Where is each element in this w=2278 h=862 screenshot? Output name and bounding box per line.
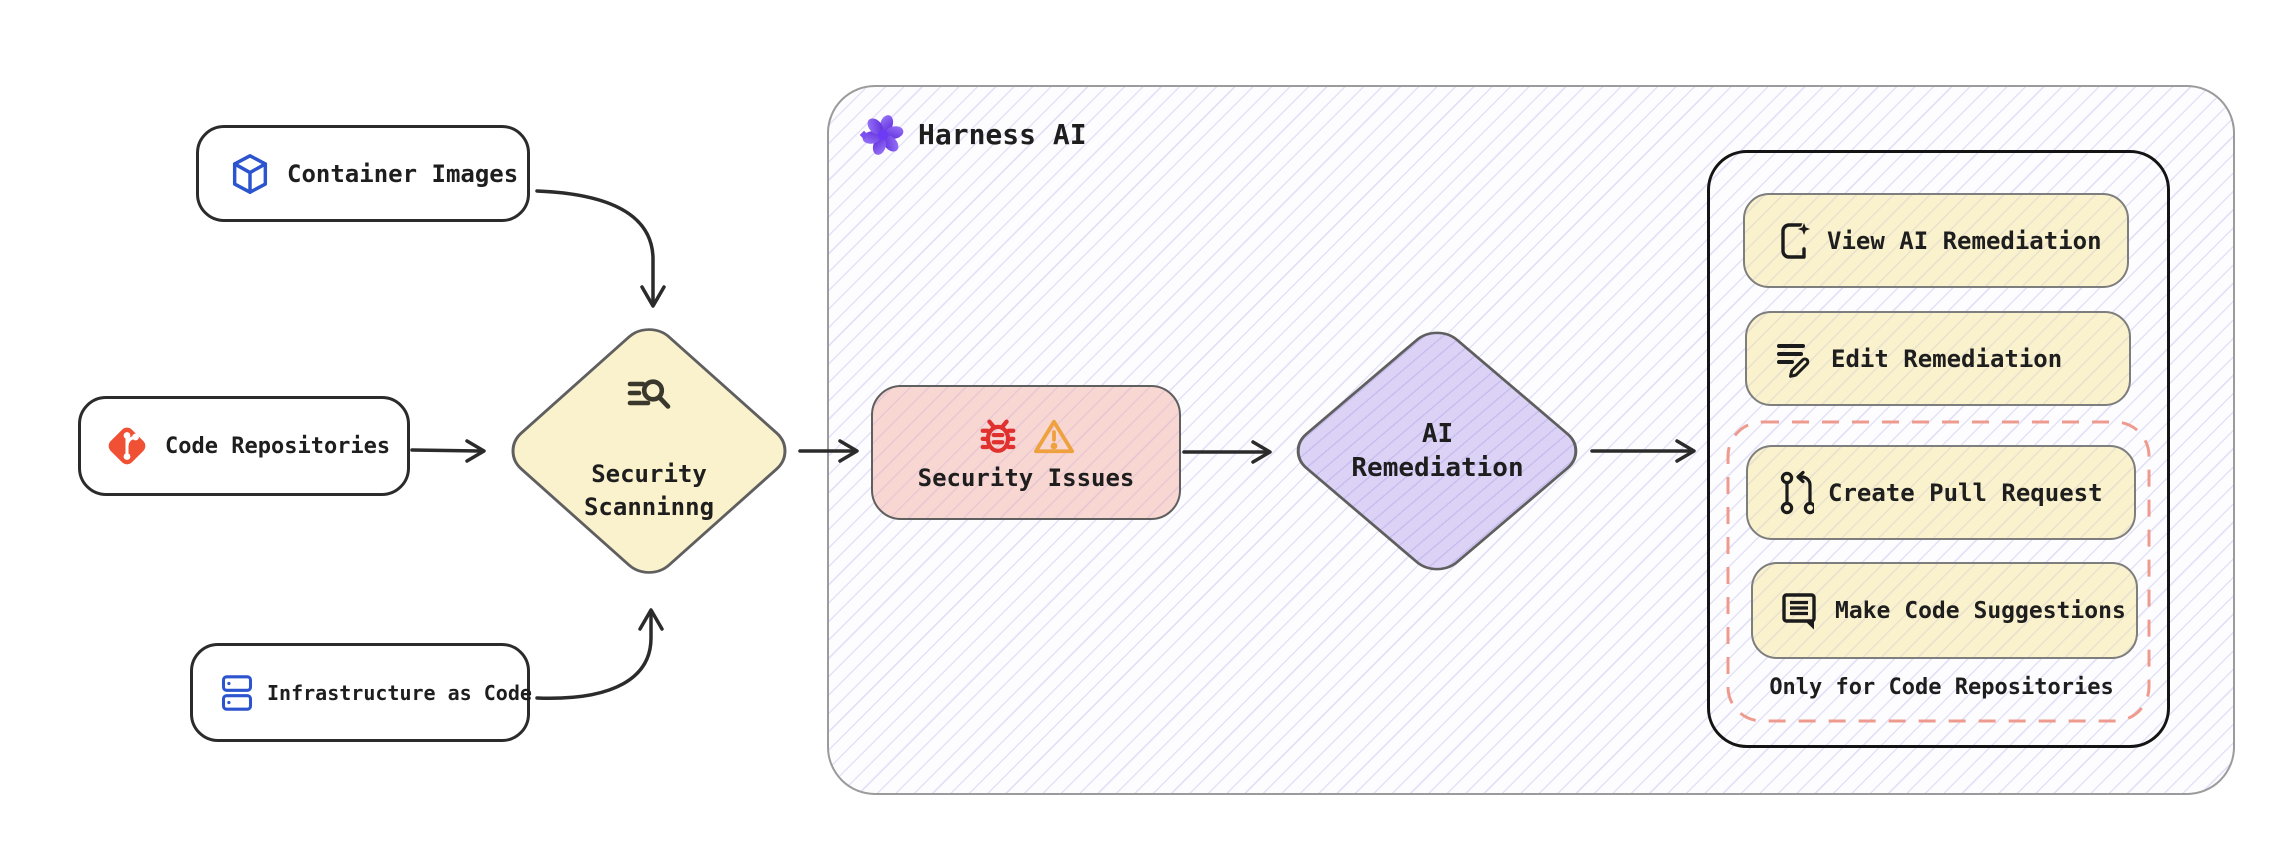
bug-icon [976,414,1020,458]
book-sparkle-icon [1775,218,1813,263]
diamond-shape [499,317,799,585]
harness-ai-label: Harness AI [918,118,1087,151]
node-label: Security Issues [917,463,1135,492]
node-label: Container Images [287,159,519,188]
action-edit-remediation: Edit Remediation [1745,311,2131,406]
node-label: Infrastructure as Code [267,680,532,705]
action-create-pull-request: Create Pull Request [1746,445,2136,540]
node-security-issues: Security Issues [871,385,1181,520]
server-stack-icon [219,672,255,714]
node-container-images: Container Images [196,125,530,222]
node-label-line2: Scanninng [583,493,715,521]
cube-icon [227,151,273,197]
code-comment-icon [1779,590,1821,632]
action-make-code-suggestions: Make Code Suggestions [1751,562,2138,659]
harness-ai-header: Harness AI [860,112,1087,158]
arrowhead-right [465,439,486,463]
only-for-code-repositories-note: Only for Code Repositories [1769,675,2114,700]
scan-search-icon [624,378,674,414]
harness-flower-icon [860,112,906,158]
arrowhead-down [640,285,666,308]
action-label: Make Code Suggestions [1835,597,2126,624]
actions-panel: View AI Remediation Edit Remediation [1707,150,2170,748]
arrowhead-up [638,608,664,631]
arrow-code-repositories-to-scanning [410,448,482,453]
action-label: Edit Remediation [1831,344,2063,373]
node-label-line1: Security [591,460,707,488]
warning-icon [1032,416,1076,456]
action-view-ai-remediation: View AI Remediation [1743,193,2129,288]
node-code-repositories: Code Repositories [78,396,410,496]
action-label: View AI Remediation [1827,226,2102,255]
edit-list-pencil-icon [1773,338,1817,380]
git-icon [99,418,155,474]
action-label: Create Pull Request [1828,478,2103,507]
arrow-container-images-to-scanning [535,189,655,306]
arrow-infrastructure-to-scanning [535,612,653,700]
node-security-scanning: Security Scanninng [499,317,799,585]
node-label: Code Repositories [165,433,391,459]
node-infrastructure-as-code: Infrastructure as Code [190,643,532,742]
pull-request-icon [1778,469,1814,517]
